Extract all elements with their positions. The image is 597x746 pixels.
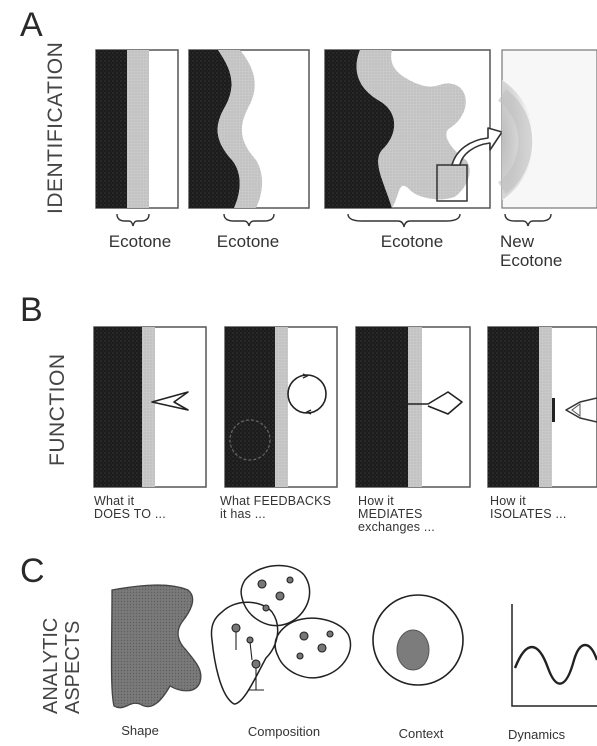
panel-b-caption-2-line2: it has ... [220, 508, 355, 521]
panel-b-box-4 [488, 327, 597, 487]
panel-a-brace-3 [348, 214, 460, 227]
panel-b-caption-1: What it DOES TO ... [94, 495, 214, 521]
panel-a-caption-4-line2: Ecotone [500, 251, 570, 270]
panel-a-box-4 [502, 50, 597, 208]
panel-c-caption-shape: Shape [110, 723, 170, 738]
panel-b-caption-4: How it ISOLATES ... [490, 495, 597, 521]
panel-a-brace-4 [505, 214, 551, 226]
panel-a-side-label: IDENTIFICATION [44, 42, 68, 214]
panel-a-caption-2: Ecotone [208, 232, 288, 251]
panel-a-box-3 [325, 50, 490, 208]
dynamics-figure [512, 604, 597, 706]
context-figure [373, 595, 463, 685]
panel-b-caption-1-line2: DOES TO ... [94, 508, 214, 521]
panel-b-box-1 [94, 327, 206, 487]
composition-figure [211, 566, 350, 705]
panel-a-caption-1: Ecotone [100, 232, 180, 251]
panel-b-caption-3-line3: exchanges ... [358, 521, 478, 534]
panel-b-box-2 [225, 327, 337, 487]
panel-c-side-label-line1: ANALYTIC [40, 618, 62, 714]
panel-b-box-3 [356, 327, 470, 487]
panel-a-letter: A [20, 8, 43, 42]
panel-c-caption-dynamics: Dynamics [508, 727, 597, 742]
panel-a-box-2 [189, 50, 309, 208]
panel-b-caption-2: What FEEDBACKS it has ... [220, 495, 355, 521]
panel-c-caption-context: Context [386, 726, 456, 741]
panel-b-caption-3: How it MEDIATES exchanges ... [358, 495, 478, 534]
panel-a-brace-2 [224, 214, 274, 226]
panel-b-side-label: FUNCTION [46, 354, 70, 467]
panel-c-letter: C [20, 554, 45, 588]
panel-a-caption-3: Ecotone [372, 232, 452, 251]
panel-a-caption-4-line1: New [500, 232, 570, 251]
panel-a-brace-1 [117, 214, 149, 226]
panel-b-caption-4-line2: ISOLATES ... [490, 508, 597, 521]
panel-c-side-label-line2: ASPECTS [62, 618, 84, 714]
panel-b-letter: B [20, 293, 43, 327]
panel-c-caption-composition: Composition [234, 724, 334, 739]
panel-c-side-label: ANALYTIC ASPECTS [40, 618, 84, 714]
shape-figure [112, 585, 201, 708]
panel-a-caption-4: New Ecotone [500, 232, 570, 270]
panel-a-box-1 [96, 50, 178, 208]
